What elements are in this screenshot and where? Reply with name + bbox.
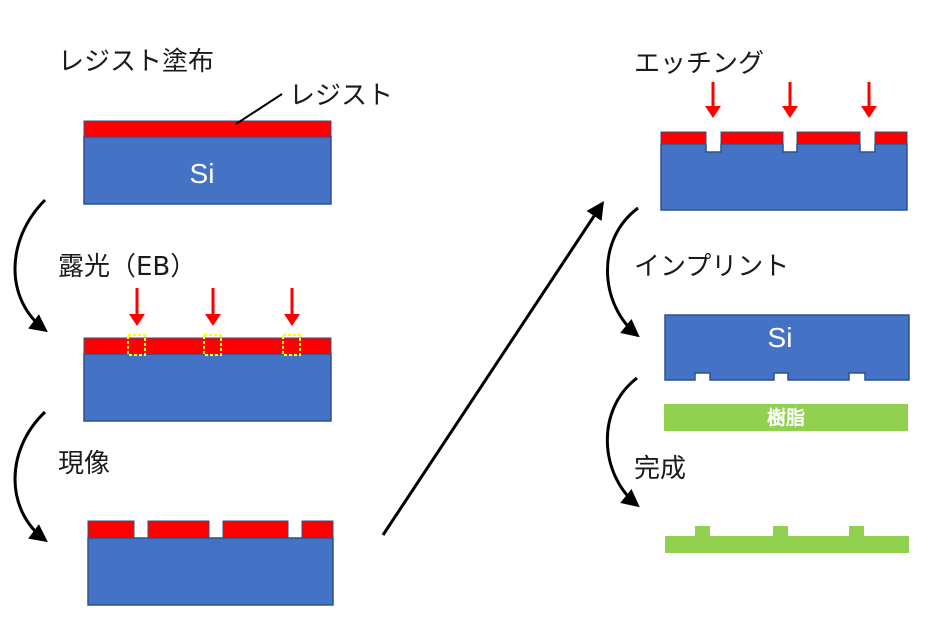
step-label-resist-coat: レジスト塗布 xyxy=(58,47,214,77)
resist-callout-line xyxy=(235,93,283,125)
substrate-step1: Si xyxy=(83,120,332,205)
step-label-imprint: インプリント xyxy=(634,252,789,282)
exposed-region xyxy=(282,334,301,356)
resin-label: 樹脂 xyxy=(767,406,805,429)
exposed-region xyxy=(203,334,222,356)
process-arrow-1 xyxy=(13,198,48,333)
mold-step5: Si xyxy=(664,314,910,381)
exposure-beam-arrows xyxy=(129,288,300,326)
si-label-step1: Si xyxy=(190,158,215,189)
substrate-step2 xyxy=(83,334,332,422)
final-resin-pattern xyxy=(665,526,909,553)
step-label-complete: 完成 xyxy=(634,454,686,484)
step-label-etching: エッチング xyxy=(634,49,764,79)
process-arrow-4 xyxy=(606,206,640,338)
step-label-develop: 現像 xyxy=(58,449,110,479)
process-arrow-5 xyxy=(605,376,640,508)
resist-callout-label: レジスト xyxy=(289,81,393,111)
exposed-region xyxy=(127,334,146,356)
substrate-step4 xyxy=(660,131,908,211)
etching-beam-arrows xyxy=(705,82,877,118)
process-arrow-2 xyxy=(13,410,48,543)
step-label-exposure: 露光（EB） xyxy=(58,252,196,282)
substrate-step3 xyxy=(87,520,334,606)
si-label-mold: Si xyxy=(768,322,793,353)
process-arrow-3 xyxy=(381,200,604,536)
resist-layer xyxy=(83,120,332,138)
resin-layer: 樹脂 xyxy=(664,404,908,431)
